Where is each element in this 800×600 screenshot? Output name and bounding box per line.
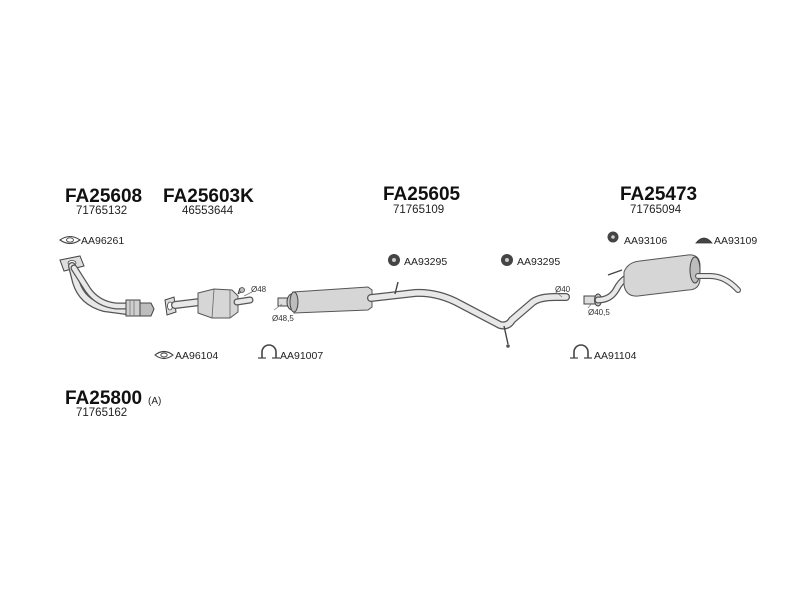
part-number: 71765109 [393,204,444,216]
part-code: FA25800 [65,388,142,409]
part-code: FA25608 [65,186,142,207]
accessory-aa91007: AA91007 [258,344,323,362]
accessory-code: AA93295 [517,256,560,268]
accessory-aa93295-left: AA93295 [388,254,447,268]
accessory-code: AA96104 [175,350,218,362]
part-number: 46553644 [182,205,234,217]
rear-silencer-drawing: Ø40,5 [583,254,741,317]
rubber-mount-icon [388,254,400,266]
catalytic-converter-drawing: Ø48 [164,285,267,319]
part-code: FA25605 [383,184,461,205]
middle-silencer-drawing: Ø48,5 Ø40 [272,281,571,348]
part-code: FA25473 [620,184,697,205]
dimension-label: Ø40 [555,285,571,294]
gasket-icon [154,350,174,360]
accessory-aa93295-right: AA93295 [501,254,560,268]
dimension-label: Ø40,5 [588,308,610,317]
dimension-label: Ø48,5 [272,314,294,323]
part-label-fa25800: FA25800 (A) 71765162 [65,388,161,419]
clamp-icon [570,344,592,359]
part-label-fa25608: FA25608 71765132 [65,186,142,217]
accessory-aa96104: AA96104 [154,350,218,362]
part-number: 71765132 [76,205,127,217]
accessory-code: AA93106 [624,235,667,247]
hanger-bracket-icon [695,237,713,244]
accessory-code: AA91104 [594,350,637,362]
part-label-fa25603k: FA25603K 46553644 [163,186,254,217]
part-code: FA25603K [163,186,254,207]
accessory-aa91104: AA91104 [570,344,637,362]
part-number: 71765094 [630,204,682,216]
part-label-fa25605: FA25605 71765109 [383,184,461,216]
part-label-fa25473: FA25473 71765094 [620,184,697,216]
clamp-icon [258,344,280,359]
accessory-code: AA91007 [280,350,323,362]
part-number: 71765162 [76,407,127,419]
rubber-mount-icon [607,231,619,243]
gasket-icon [59,235,81,245]
rubber-mount-icon [501,254,513,266]
accessory-code: AA96261 [81,235,124,247]
accessory-aa93106: AA93106 [607,231,667,247]
accessory-aa96261: AA96261 [59,235,124,247]
accessory-aa93109: AA93109 [695,235,757,247]
accessory-code: AA93295 [404,256,447,268]
accessory-code: AA93109 [714,235,757,247]
dimension-label: Ø48 [251,285,267,294]
part-suffix: (A) [148,396,161,407]
front-downpipe-drawing [59,255,155,317]
